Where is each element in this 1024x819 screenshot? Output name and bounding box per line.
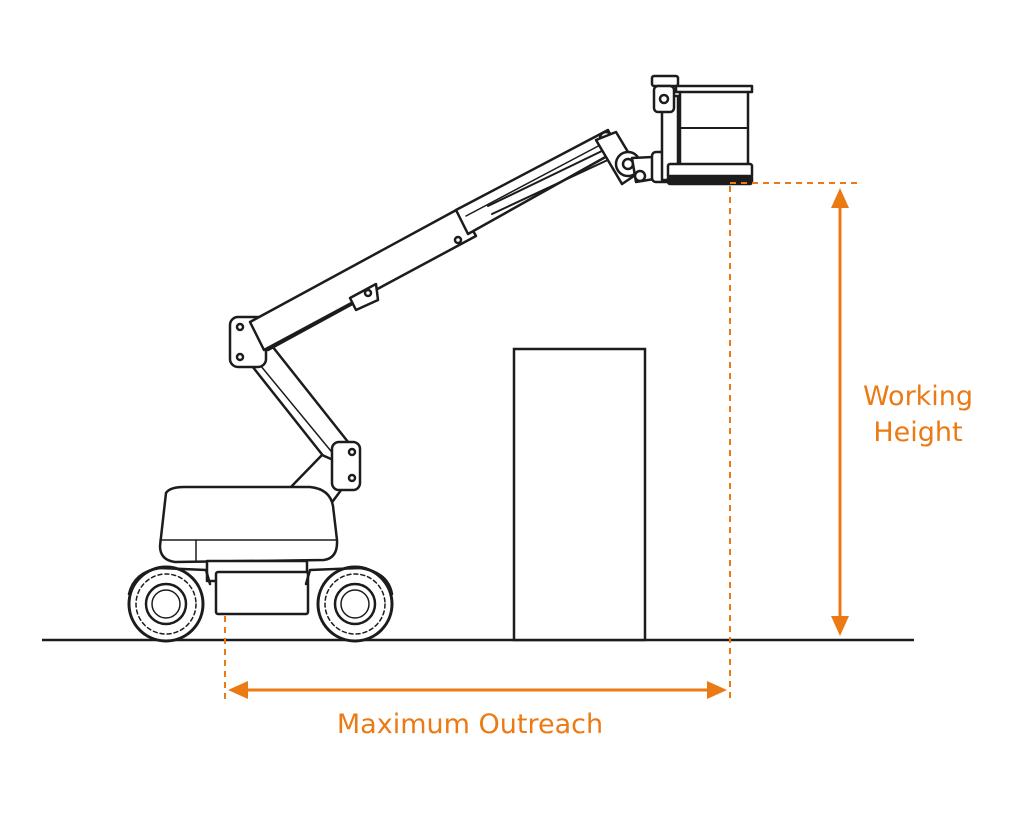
boom-lift bbox=[127, 74, 754, 643]
working-height-dimension bbox=[730, 182, 862, 636]
outreach-arrow-left bbox=[228, 681, 248, 699]
height-arrow-bottom bbox=[831, 616, 849, 636]
working-height-label-line1: Working bbox=[862, 381, 974, 412]
lower-boom bbox=[228, 315, 362, 507]
outreach-arrow-right bbox=[707, 681, 727, 699]
maximum-outreach-dimension bbox=[224, 186, 731, 703]
main-boom bbox=[248, 128, 620, 352]
working-height-label-line2: Height bbox=[873, 417, 963, 448]
obstacle-wall bbox=[512, 347, 647, 642]
height-arrow-top bbox=[831, 188, 849, 208]
maximum-outreach-label: Maximum Outreach bbox=[336, 709, 604, 740]
working-height-label: Working Height bbox=[852, 379, 984, 451]
work-platform bbox=[650, 74, 754, 186]
rear-wheel bbox=[127, 565, 212, 643]
chassis bbox=[158, 485, 339, 616]
front-wheel bbox=[304, 565, 394, 643]
